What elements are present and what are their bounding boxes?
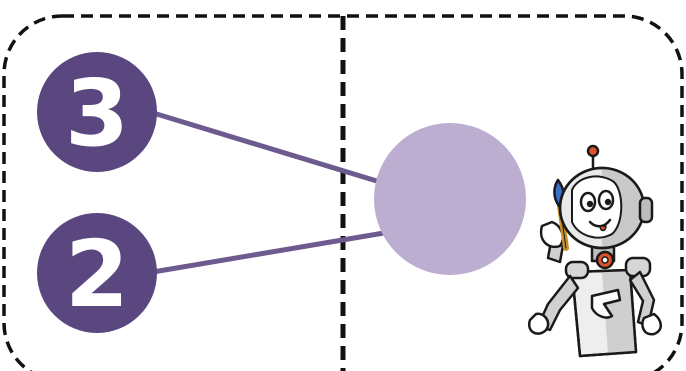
number-node-2[interactable]: 2 bbox=[37, 213, 157, 333]
number-node-3[interactable]: 3 bbox=[37, 52, 157, 172]
target-circle[interactable] bbox=[374, 123, 526, 275]
connector-3 bbox=[150, 112, 380, 182]
connector-2 bbox=[147, 233, 384, 273]
number-label-2: 2 bbox=[65, 221, 129, 328]
number-label-3: 3 bbox=[65, 60, 129, 167]
robot-mascot-icon bbox=[529, 146, 661, 356]
